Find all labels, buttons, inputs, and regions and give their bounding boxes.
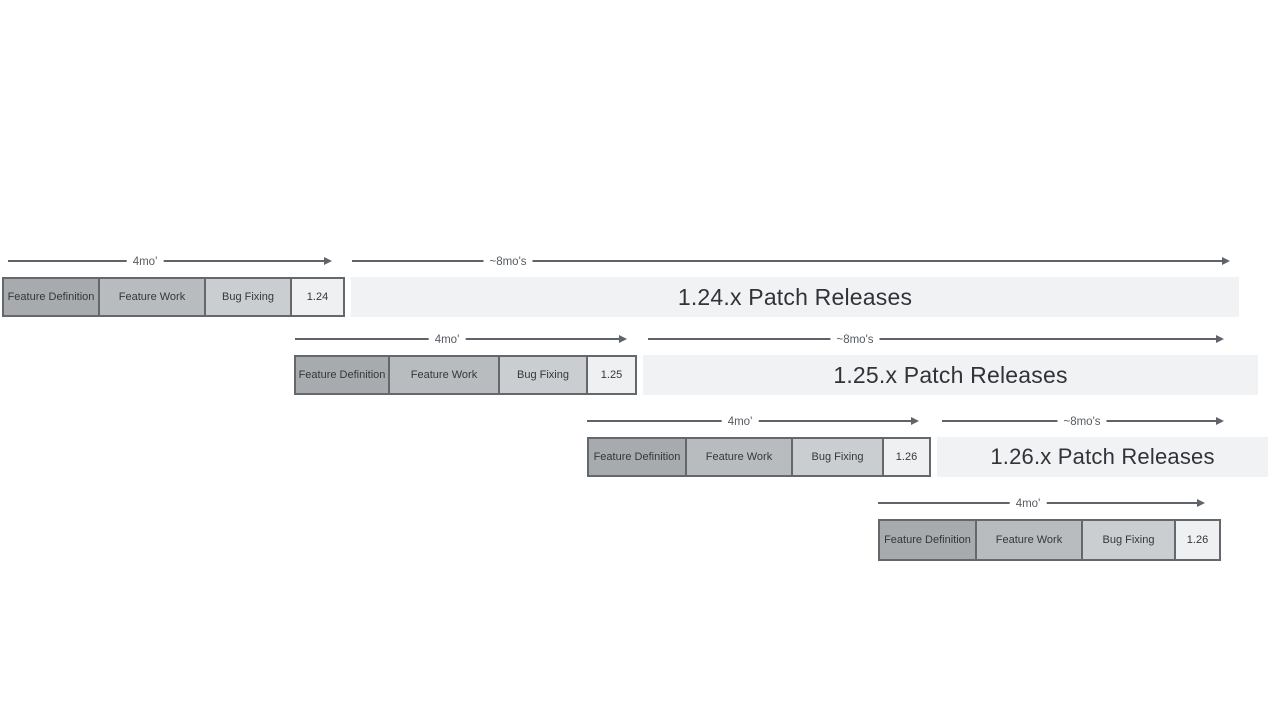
phase-box-feature-definition: Feature Definition (294, 355, 390, 395)
patch-duration-arrow-1.25: ~8mo's (648, 333, 1224, 348)
dev-duration-arrow-1.26: 4mo' (587, 415, 919, 430)
dev-duration-arrow-1.25: 4mo' (295, 333, 627, 348)
phase-box-feature-definition: Feature Definition (878, 519, 977, 561)
version-box: 1.25 (586, 355, 637, 395)
version-box: 1.26 (882, 437, 931, 477)
phase-box-feature-work: Feature Work (685, 437, 793, 477)
arrow-head-icon (324, 257, 332, 265)
version-box: 1.24 (290, 277, 345, 317)
patch-band-1.24: 1.24.x Patch Releases (351, 277, 1239, 317)
phase-box-feature-work: Feature Work (388, 355, 500, 395)
phase-box-feature-definition: Feature Definition (587, 437, 687, 477)
dev-duration-label: 4mo' (126, 255, 164, 270)
release-row-1.24: Feature Definition Feature Work Bug Fixi… (2, 277, 345, 317)
patch-duration-label: ~8mo's (483, 255, 533, 270)
arrow-head-icon (619, 335, 627, 343)
phase-box-feature-definition: Feature Definition (2, 277, 100, 317)
dev-duration-arrow-next: 4mo' (878, 497, 1205, 512)
arrow-head-icon (1216, 335, 1224, 343)
release-row-next: Feature Definition Feature Work Bug Fixi… (878, 519, 1221, 561)
release-row-1.25: Feature Definition Feature Work Bug Fixi… (294, 355, 637, 395)
phase-box-bug-fixing: Bug Fixing (498, 355, 588, 395)
phase-box-feature-work: Feature Work (975, 519, 1083, 561)
phase-box-bug-fixing: Bug Fixing (204, 277, 292, 317)
patch-band-1.26: 1.26.x Patch Releases (937, 437, 1268, 477)
dev-duration-label: 4mo' (721, 415, 759, 430)
arrow-head-icon (1222, 257, 1230, 265)
phase-box-feature-work: Feature Work (98, 277, 206, 317)
dev-duration-label: 4mo' (1009, 497, 1047, 512)
arrow-head-icon (1216, 417, 1224, 425)
patch-band-1.25: 1.25.x Patch Releases (643, 355, 1258, 395)
arrow-head-icon (1197, 499, 1205, 507)
phase-box-bug-fixing: Bug Fixing (1081, 519, 1176, 561)
patch-duration-arrow-1.24: ~8mo's (352, 255, 1230, 270)
arrow-head-icon (911, 417, 919, 425)
patch-duration-arrow-1.26: ~8mo's (942, 415, 1224, 430)
dev-duration-arrow-1.24: 4mo' (8, 255, 332, 270)
patch-duration-label: ~8mo's (1057, 415, 1107, 430)
phase-box-bug-fixing: Bug Fixing (791, 437, 884, 477)
release-row-1.26: Feature Definition Feature Work Bug Fixi… (587, 437, 931, 477)
version-box: 1.26 (1174, 519, 1221, 561)
patch-duration-label: ~8mo's (830, 333, 880, 348)
dev-duration-label: 4mo' (428, 333, 466, 348)
